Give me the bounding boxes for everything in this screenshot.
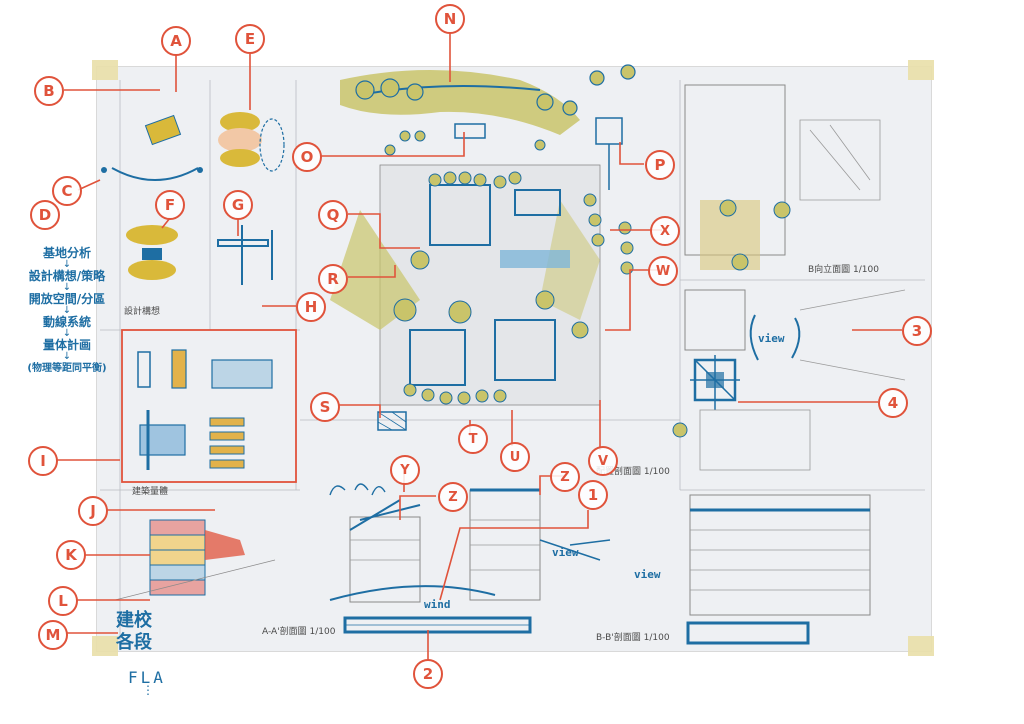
flow-step: (物理等距同平衡) — [27, 363, 107, 374]
callout-o: O — [292, 142, 322, 172]
callout-1: 1 — [578, 480, 608, 510]
callout-s: S — [310, 392, 340, 422]
callout-k: K — [56, 540, 86, 570]
flow-arrow: ↓ — [62, 259, 72, 270]
board-title-line-2: 各段 — [116, 632, 152, 653]
callout-n: N — [435, 4, 465, 34]
flow-arrow: ↓ — [62, 351, 72, 362]
label-section-bb: B-B'剖面圖 1/100 — [596, 633, 670, 643]
label-building-volume: 建築量體 — [132, 487, 169, 497]
callout-f: F — [155, 190, 185, 220]
flow-step: 開放空間/分區 — [28, 292, 106, 306]
flow-arrow: ↓ — [62, 305, 72, 316]
callout-d: D — [30, 200, 60, 230]
fla-label: FLA — [128, 668, 166, 687]
callout-2: 2 — [413, 659, 443, 689]
callout-e: E — [235, 24, 265, 54]
callout-a: A — [161, 26, 191, 56]
board-title: 建校 各段 — [116, 610, 176, 654]
callout-w: W — [648, 256, 678, 286]
design-process-flow: 基地分析 ↓ 設計構想/策略 ↓ 開放空間/分區 ↓ 動線系統 ↓ 量体計画 ↓… — [8, 246, 126, 376]
tape-top-left — [92, 60, 118, 80]
label-plan-a: 配置剖面圖 1/100 — [596, 467, 670, 477]
callout-b: B — [34, 76, 64, 106]
callout-4: 4 — [878, 388, 908, 418]
right-drawings — [672, 84, 906, 471]
tape-bottom-right — [908, 636, 934, 656]
flow-step: 基地分析 — [42, 246, 91, 260]
design-concept-panel — [121, 329, 297, 483]
callout-m: M — [38, 620, 68, 650]
callout-i: I — [28, 446, 58, 476]
landscape-band — [340, 64, 636, 135]
label-section-aa: A-A'剖面圖 1/100 — [262, 627, 336, 637]
fla-dots: ⋮ — [142, 683, 154, 697]
sections — [329, 483, 871, 645]
callout-t: T — [458, 424, 488, 454]
tape-top-right — [908, 60, 934, 80]
callout-v: V — [588, 446, 618, 476]
callout-j: J — [78, 496, 108, 526]
flow-step: 動線系統 — [42, 315, 91, 329]
building-volume — [114, 519, 276, 601]
tape-bottom-left — [92, 636, 118, 656]
label-wind: wind — [424, 598, 451, 611]
callout-3: 3 — [902, 316, 932, 346]
callout-z: Z — [438, 482, 468, 512]
callout-y: Y — [390, 455, 420, 485]
site-plan — [330, 117, 634, 431]
flow-arrow: ↓ — [62, 328, 72, 339]
callout-g: G — [223, 190, 253, 220]
flow-step: 設計構想/策略 — [28, 269, 106, 283]
callout-q: Q — [318, 200, 348, 230]
label-design-concept: 設計構想 — [124, 307, 161, 317]
concept-diagrams — [101, 112, 285, 285]
callout-r: R — [318, 264, 348, 294]
board-title-line-1: 建校 — [116, 610, 152, 631]
callout-u: U — [500, 442, 530, 472]
callout-c: C — [52, 176, 82, 206]
flow-arrow: ↓ — [62, 282, 72, 293]
callout-l: L — [48, 586, 78, 616]
flow-step: 量体計画 — [42, 338, 91, 352]
label-view-right: view — [758, 332, 785, 345]
callout-p: P — [645, 150, 675, 180]
callout-z-2: Z — [550, 462, 580, 492]
callout-h: H — [296, 292, 326, 322]
label-elevation-b: B向立面圖 1/100 — [808, 265, 879, 275]
label-view-section-2: view — [634, 568, 661, 581]
label-view-section: view — [552, 546, 579, 559]
callout-x: X — [650, 216, 680, 246]
